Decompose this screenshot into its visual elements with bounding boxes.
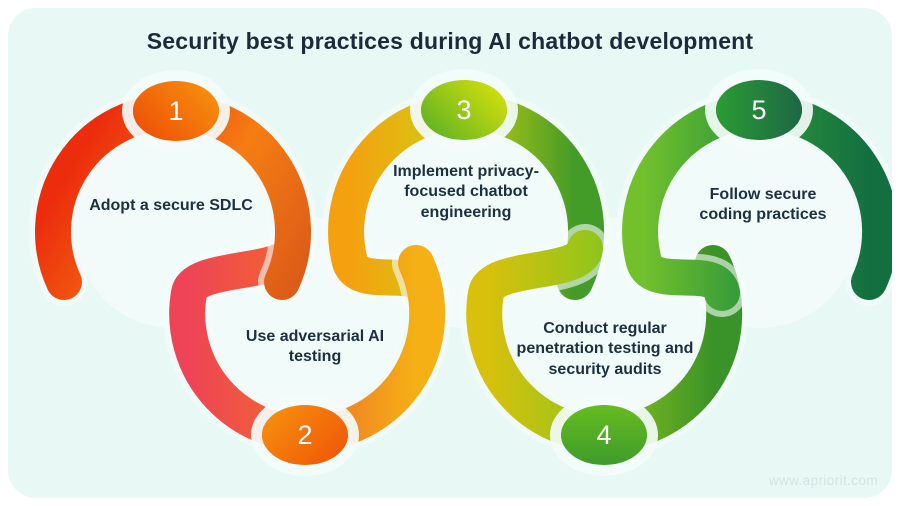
step-number-3: 3 [456, 94, 472, 125]
step-badge-3: 3 [421, 80, 507, 140]
ring-3-arc [328, 93, 605, 311]
step-label-5: Follow secure coding practices [699, 186, 827, 224]
step-number-1: 1 [168, 95, 184, 126]
watermark: www.apriorit.com [768, 473, 878, 488]
step-number-2: 2 [297, 419, 313, 450]
ring-4-arc [466, 230, 743, 452]
step-badge-4: 4 [561, 405, 647, 465]
snake-ribbon-graphic [29, 87, 892, 458]
infographic-title: Security best practices during AI chatbo… [146, 28, 754, 54]
step-label-2: Use adversarial AI testing [245, 328, 385, 366]
infographic-panel: Security best practices during AI chatbo… [8, 8, 892, 498]
step-badge-1: 1 [133, 81, 219, 141]
step-badge-2: 2 [262, 405, 348, 465]
step-number-5: 5 [751, 94, 767, 125]
step-label-3: Implement privacy-focused chatbot engine… [393, 163, 539, 221]
step-badge-5: 5 [716, 80, 802, 140]
ring-2-arc [169, 230, 446, 452]
step-number-4: 4 [596, 419, 612, 450]
step-label-4: Conduct regular penetration testing and … [516, 320, 694, 378]
step-label-1: Adopt a secure SDLC [89, 197, 253, 214]
ring-5-arc [622, 93, 892, 311]
